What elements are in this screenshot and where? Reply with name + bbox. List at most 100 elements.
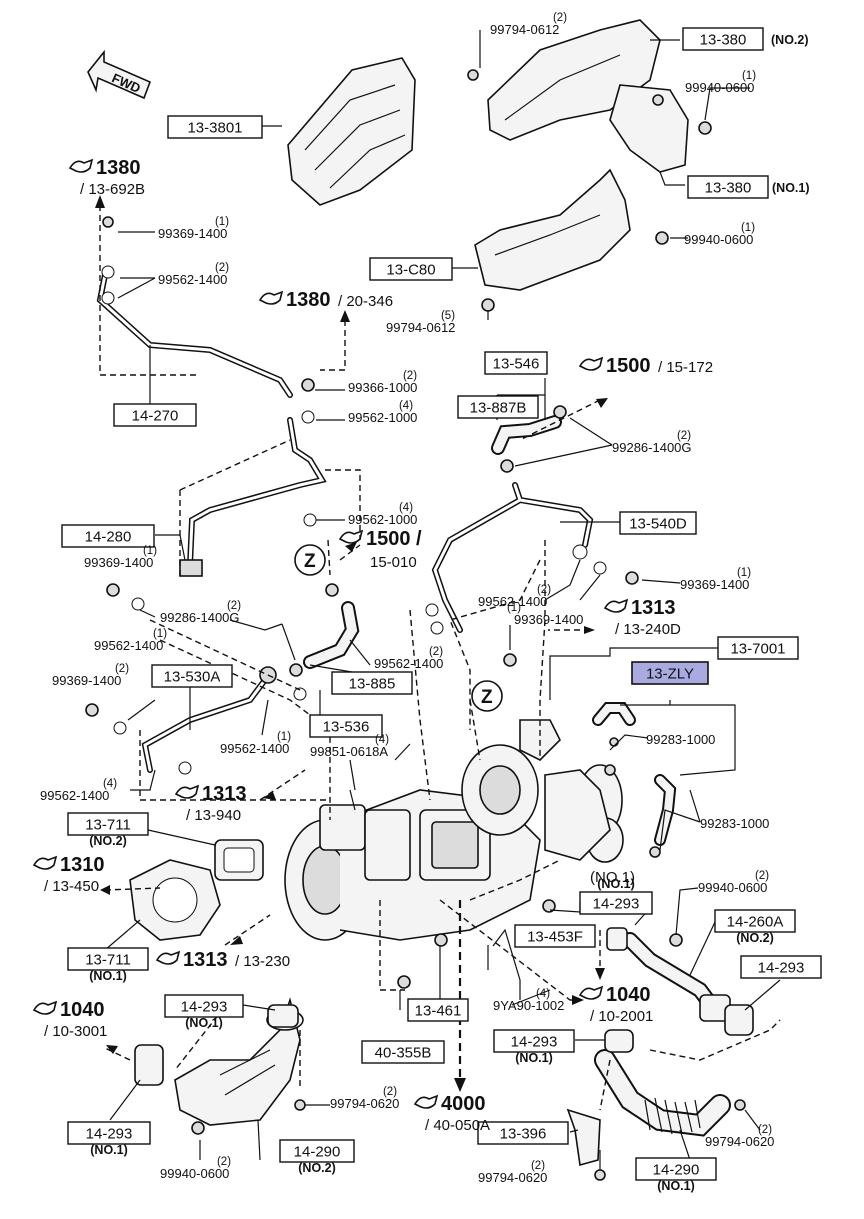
callout-13-396[interactable]: 13-396 [477, 1121, 569, 1145]
callout-14-280[interactable]: 14-280 [61, 524, 155, 548]
part-number-99851-0618A[interactable]: (4)99851-0618A [310, 734, 389, 759]
callout-13-711-no2[interactable]: 13-711(NO.2) [67, 812, 149, 848]
callout-13-380-no1[interactable]: 13-380(NO.1) [687, 175, 810, 199]
callout-box [682, 27, 764, 51]
callout-13-885[interactable]: 13-885 [331, 671, 413, 695]
callout-14-293-d[interactable]: 14-293(NO.1) [493, 1029, 575, 1065]
callout-14-293-a[interactable]: 14-293(NO.1) [164, 994, 244, 1030]
heat-shield-13-c80-icon [474, 168, 631, 291]
hose-13-885-icon [303, 601, 360, 669]
reference-1380[interactable]: 1380/ 13-692B [68, 157, 145, 198]
callout-box [67, 1121, 151, 1145]
part-number-99562-1400[interactable]: (1)99562-1400 [94, 628, 167, 653]
part-qty: (1) [737, 567, 751, 579]
part-number-99283-1000[interactable]: 99283-1000 [646, 732, 715, 747]
reference-1500[interactable]: 1500/ 15-172 [578, 355, 713, 377]
part-number-99369-1400[interactable]: (1)99369-1400 [680, 567, 751, 592]
part-qty: (1) [143, 545, 157, 557]
part-qty: (1) [741, 222, 755, 234]
part-qty: (2) [217, 1156, 231, 1168]
part-number-9YA90-1002[interactable]: (4)9YA90-1002 [493, 988, 564, 1013]
part-number-99366-1000[interactable]: (2)99366-1000 [348, 370, 417, 395]
callout-14-270[interactable]: 14-270 [113, 403, 197, 427]
part-number-99369-1400[interactable]: (2)99369-1400 [52, 663, 129, 688]
part-qty: (4) [399, 502, 413, 514]
reference-1040[interactable]: 1040/ 10-2001 [578, 984, 653, 1025]
callout-40-355b[interactable]: 40-355B [361, 1040, 445, 1064]
part-code: 99851-0618A [310, 744, 388, 759]
callout-14-260a[interactable]: 14-260A(NO.2) [714, 909, 796, 945]
callout-13-c80[interactable]: 13-C80 [369, 257, 453, 281]
reference-1500[interactable]: 1500/15-010 [338, 528, 422, 571]
callout-13-zly[interactable]: 13-ZLY [631, 661, 709, 685]
part-number-99794-0620[interactable]: (2)99794-0620 [330, 1086, 399, 1111]
callout-13-530a[interactable]: 13-530A [151, 664, 233, 688]
callout-14-290-no1[interactable]: 14-290(NO.1) [635, 1157, 717, 1193]
reference-1380[interactable]: 1380/ 20-346 [258, 289, 393, 311]
part-number-99940-0600[interactable]: (2)99940-0600 [160, 1156, 231, 1181]
svg-text:Z: Z [481, 687, 493, 708]
part-number-99369-1400[interactable]: (1)99369-1400 [84, 545, 157, 570]
part-number-99562-1400[interactable]: (4)99562-1400 [40, 778, 117, 803]
callout-label: 14-280 [85, 529, 132, 546]
callout-label: 13-7001 [730, 641, 785, 658]
callout-label: 13-540D [629, 516, 687, 533]
part-number-99562-1000[interactable]: (4)99562-1000 [348, 502, 417, 527]
callout-13-540d[interactable]: 13-540D [619, 511, 697, 535]
callout-14-290-no2[interactable]: 14-290(NO.2) [279, 1139, 355, 1175]
part-number-99794-0620[interactable]: (2)99794-0620 [478, 1160, 547, 1185]
reference-sub: / 15-172 [658, 359, 713, 376]
part-number-99283-1000[interactable]: 99283-1000 [700, 816, 769, 831]
part-number-99286-1400G[interactable]: (2)99286-1400G [612, 430, 692, 455]
reference-1040[interactable]: 1040/ 10-3001 [32, 999, 107, 1040]
callout-13-887b[interactable]: 13-887B [457, 395, 539, 419]
callout-13-461[interactable]: 13-461 [407, 998, 469, 1022]
callout-13-7001[interactable]: 13-7001 [717, 636, 799, 660]
callout-13-546[interactable]: 13-546 [484, 351, 548, 375]
part-number-99940-0600[interactable]: (2)99940-0600 [698, 870, 769, 895]
reference-1313[interactable]: 1313/ 13-230 [155, 949, 290, 971]
part-number-99562-1400[interactable]: (1)99562-1400 [220, 731, 291, 756]
callout-13-453f[interactable]: 13-453F [514, 924, 596, 948]
callout-13-536[interactable]: 13-536 [309, 714, 383, 738]
part-number-99794-0612[interactable]: (2)99794-0612 [490, 12, 567, 37]
callout-14-293-c[interactable]: 14-293(NO.1) [579, 877, 653, 915]
callout-label: 14-290 [294, 1144, 341, 1161]
callout-label: 14-293 [593, 896, 640, 913]
part-number-99794-0612[interactable]: (5)99794-0612 [386, 310, 455, 335]
part-number-99369-1400[interactable]: (1)99369-1400 [507, 602, 583, 627]
part-number-99562-1400[interactable]: (2)99562-1400 [158, 262, 229, 287]
z-mark-1-icon: Z [294, 544, 326, 576]
callout-14-293-b[interactable]: 14-293 [740, 955, 822, 979]
part-number-99562-1400[interactable]: (2)99562-1400 [374, 646, 443, 671]
bolts-and-washers-icon [85, 69, 746, 1181]
reference-hand-icon [155, 950, 181, 965]
part-code: 99940-0600 [685, 80, 754, 95]
callout-13-711-no1[interactable]: 13-711(NO.1) [67, 947, 149, 983]
reference-1313[interactable]: 1313/ 13-240D [603, 597, 681, 638]
part-number-99562-1400[interactable]: (2)99562-1400 [478, 584, 551, 609]
part-number-99286-1400G[interactable]: (2)99286-1400G [160, 600, 241, 625]
callout-label: 14-260A [727, 914, 784, 931]
part-number-99562-1000[interactable]: (4)99562-1000 [348, 400, 417, 425]
callout-box [113, 403, 197, 427]
callout-13-3801[interactable]: 13-3801 [167, 115, 263, 139]
gasket-13-711-no1-icon [129, 859, 221, 941]
part-qty: (2) [383, 1086, 397, 1098]
part-qty: (2) [429, 646, 443, 658]
part-number-99369-1400[interactable]: (1)99369-1400 [158, 216, 229, 241]
reference-main: 1310 [60, 854, 105, 876]
part-qty: (4) [375, 734, 389, 746]
reference-1310[interactable]: 1310/ 13-450 [32, 854, 105, 895]
part-qty: (4) [399, 400, 413, 412]
part-number-99794-0620[interactable]: (2)99794-0620 [705, 1124, 774, 1149]
reference-4000[interactable]: 4000/ 40-050A [413, 1093, 490, 1134]
callout-suffix: (NO.2) [89, 834, 127, 848]
callout-13-380-no2[interactable]: 13-380(NO.2) [682, 27, 809, 51]
part-number-99940-0600[interactable]: (1)99940-0600 [685, 70, 756, 95]
part-number-99940-0600[interactable]: (1)99940-0600 [684, 222, 755, 247]
reference-1313[interactable]: 1313/ 13-940 [174, 783, 247, 824]
part-qty: (4) [103, 778, 117, 790]
callout-suffix: (NO.1) [89, 969, 127, 983]
callout-14-293-e[interactable]: 14-293(NO.1) [67, 1121, 151, 1157]
